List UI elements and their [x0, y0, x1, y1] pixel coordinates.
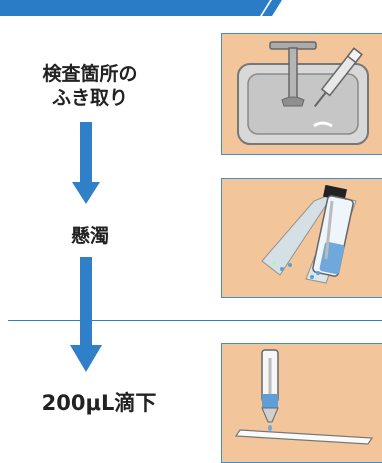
step-1-line1: 検査箇所の — [42, 63, 138, 85]
drop-on-strip-icon — [234, 349, 374, 445]
illustration-panel-1 — [221, 33, 382, 155]
step-2-label: 懸濁 — [10, 224, 170, 248]
arrow-down-icon-2 — [70, 257, 102, 372]
header-banner — [0, 0, 282, 16]
step-3-line1: 200μL滴下 — [41, 391, 157, 415]
step-2-line1: 懸濁 — [70, 225, 109, 247]
tube-shaking-icon — [261, 184, 357, 284]
step-1-label: 検査箇所の ふき取り — [10, 62, 170, 110]
illustration-panel-2 — [221, 178, 382, 298]
sink-swab-icon — [237, 41, 369, 145]
step-3-label: 200μL滴下 — [14, 390, 184, 416]
arrow-down-icon-1 — [72, 122, 100, 204]
step-1-line2: ふき取り — [51, 87, 128, 109]
section-divider — [8, 320, 382, 321]
illustration-panel-3 — [221, 343, 382, 463]
